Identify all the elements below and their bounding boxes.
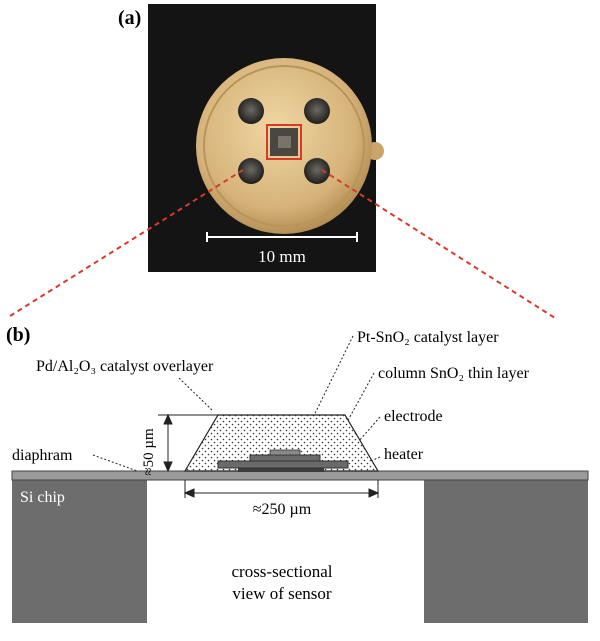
panel-b-label: (b) <box>6 324 30 346</box>
width-dim-arrow-left <box>183 488 195 498</box>
label-si-chip: Si chip <box>20 489 65 506</box>
label-electrode: electrode <box>384 408 443 425</box>
electrode-shape <box>217 460 349 469</box>
diaphram-layer <box>11 470 589 481</box>
height-dim-label: ≈50 µm <box>141 428 157 476</box>
label-diaphram: diaphram <box>12 447 73 464</box>
sensor-photo: 10 mm <box>148 4 384 272</box>
label-pd-overlayer: Pd/Al₂O₃ catalyst overlayer <box>36 358 214 375</box>
sensor-chip-center <box>278 136 291 148</box>
si-chip-left <box>12 480 147 623</box>
pin-bottom-right <box>304 158 330 184</box>
height-dim-arrow-up <box>163 413 173 425</box>
label-pt-catalyst: Pt-SnO₂ catalyst layer <box>357 329 499 346</box>
width-dim-label: ≈250 µm <box>253 501 312 518</box>
leader-diaphram <box>92 454 141 473</box>
leader-column-layer <box>334 372 375 445</box>
pt-catalyst-shape <box>269 449 301 456</box>
si-chip-right <box>424 480 588 623</box>
label-column-layer: column SnO₂ thin layer <box>378 365 530 382</box>
height-dimension <box>158 413 218 473</box>
leader-pd-overlayer <box>178 377 213 411</box>
pin-top-right <box>304 98 330 124</box>
pin-top-left <box>238 98 264 124</box>
pin-bottom-left <box>238 158 264 184</box>
zoom-line-left <box>9 169 244 317</box>
sensor-disc-rim <box>203 65 365 227</box>
column-layer-shape <box>249 454 321 462</box>
scale-bar-label: 10 mm <box>258 247 306 266</box>
highlight-box <box>266 124 302 160</box>
heater-shape <box>238 468 324 472</box>
width-dim-arrow-right <box>368 488 380 498</box>
height-dim-arrow-down <box>163 461 173 473</box>
caption-line-1: cross-sectional <box>231 562 332 581</box>
zoom-line-right <box>321 169 556 319</box>
panel-a-label: (a) <box>118 7 141 29</box>
caption-line-2: view of sensor <box>232 584 331 603</box>
label-heater: heater <box>384 446 424 463</box>
width-dimension <box>183 480 380 498</box>
